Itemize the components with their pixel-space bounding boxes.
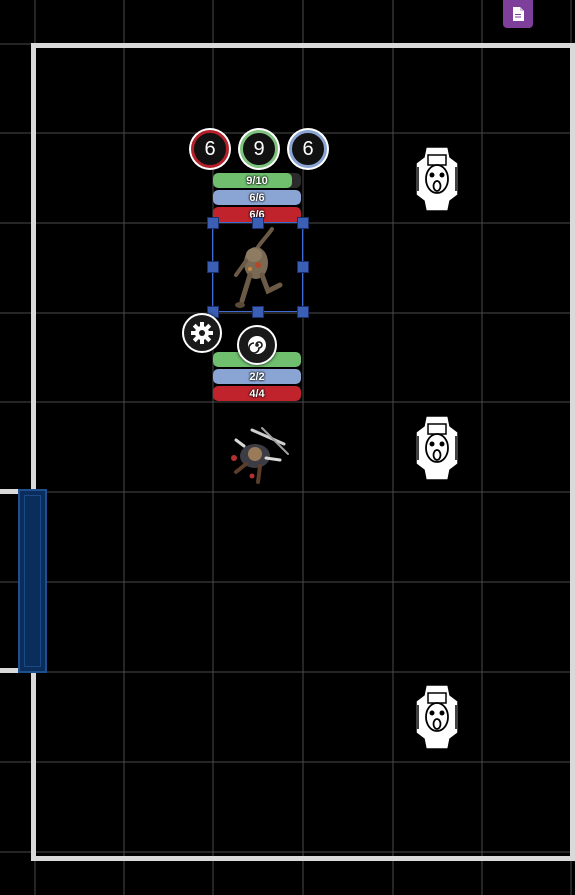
door[interactable]: [18, 489, 47, 673]
stat-circle-value: 6: [302, 137, 314, 160]
resize-handle[interactable]: [252, 217, 264, 229]
hero-token[interactable]: [222, 424, 290, 486]
stat-circle-red[interactable]: 6: [191, 130, 229, 168]
resize-handle[interactable]: [297, 306, 309, 318]
spiral-icon: [248, 336, 266, 354]
resize-handle[interactable]: [297, 261, 309, 273]
ghost-icon: [415, 684, 459, 750]
document-icon: [513, 7, 524, 21]
stat-circle-blue[interactable]: 6: [289, 130, 327, 168]
ghost-icon: [415, 415, 459, 481]
bar-3[interactable]: 4/4: [213, 386, 301, 401]
stat-circle-value: 9: [253, 137, 265, 160]
corridor-wall-bottom: [0, 668, 20, 673]
room-wall: [31, 43, 575, 861]
enemy-token-2[interactable]: [412, 412, 462, 484]
enemy-token-1[interactable]: [412, 143, 462, 215]
handout-button[interactable]: [503, 0, 533, 28]
bar-label: 9/10: [246, 174, 268, 187]
resize-handle[interactable]: [252, 306, 264, 318]
resize-handle[interactable]: [207, 261, 219, 273]
bar-label: 4/4: [249, 387, 265, 400]
creature-token[interactable]: [228, 225, 286, 311]
bar-label: 2/2: [249, 370, 265, 383]
resize-handle[interactable]: [297, 217, 309, 229]
stat-circle-green[interactable]: 9: [240, 130, 278, 168]
target-button[interactable]: [237, 325, 277, 365]
settings-button[interactable]: [182, 313, 222, 353]
enemy-token-3[interactable]: [412, 681, 462, 753]
gear-icon: [191, 322, 213, 344]
bar-2[interactable]: 6/6: [213, 190, 301, 205]
corridor-wall-top: [0, 489, 20, 494]
bar-2[interactable]: 2/2: [213, 369, 301, 384]
bar-label: 6/6: [249, 191, 265, 204]
bar-1[interactable]: 9/10: [213, 173, 301, 188]
ghost-icon: [415, 146, 459, 212]
resize-handle[interactable]: [207, 217, 219, 229]
stat-circle-value: 6: [204, 137, 216, 160]
